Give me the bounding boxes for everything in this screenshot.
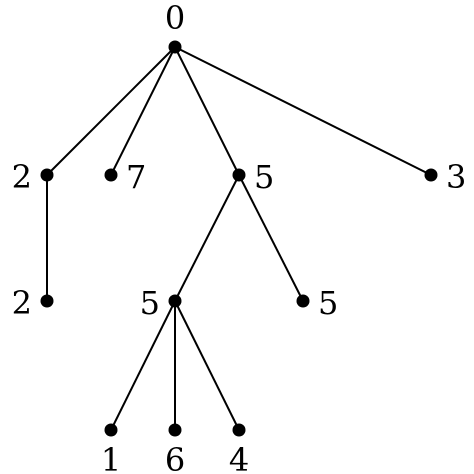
- edge-n0-n4: [174, 46, 432, 176]
- node-label-n4: 3: [446, 158, 466, 196]
- tree-node-n8: [104, 423, 118, 437]
- node-label-n6: 5: [140, 284, 160, 322]
- labels-layer: 0 2 7 5 3 2 5 5 1 6 4: [12, 0, 467, 474]
- node-label-n8: 1: [101, 441, 121, 474]
- node-label-n2: 7: [126, 158, 146, 196]
- edge-n0-n2: [110, 46, 176, 176]
- tree-node-n2: [104, 168, 118, 182]
- tree-node-n5: [40, 294, 54, 308]
- edge-n0-n3: [174, 46, 240, 176]
- tree-node-n10: [232, 423, 246, 437]
- tree-node-n7: [296, 294, 310, 308]
- tree-node-n3: [232, 168, 246, 182]
- node-label-n3: 5: [254, 158, 274, 196]
- edge-n6-n10: [174, 300, 240, 431]
- edge-n3-n7: [238, 174, 304, 302]
- node-label-n10: 4: [229, 441, 249, 474]
- edges-layer: [46, 46, 432, 431]
- tree-node-n4: [424, 168, 438, 182]
- edge-n6-n8: [110, 300, 176, 431]
- node-label-n9: 6: [165, 441, 185, 474]
- nodes-layer: [40, 40, 438, 437]
- node-label-n7: 5: [318, 284, 338, 322]
- tree-node-n9: [168, 423, 182, 437]
- edge-n0-n1: [46, 46, 176, 176]
- edge-n3-n6: [174, 174, 240, 302]
- node-label-n5: 2: [12, 284, 32, 322]
- node-label-n1: 2: [12, 158, 32, 196]
- tree-node-n0: [168, 40, 182, 54]
- tree-node-n6: [168, 294, 182, 308]
- tree-node-n1: [40, 168, 54, 182]
- node-label-n0: 0: [165, 0, 185, 37]
